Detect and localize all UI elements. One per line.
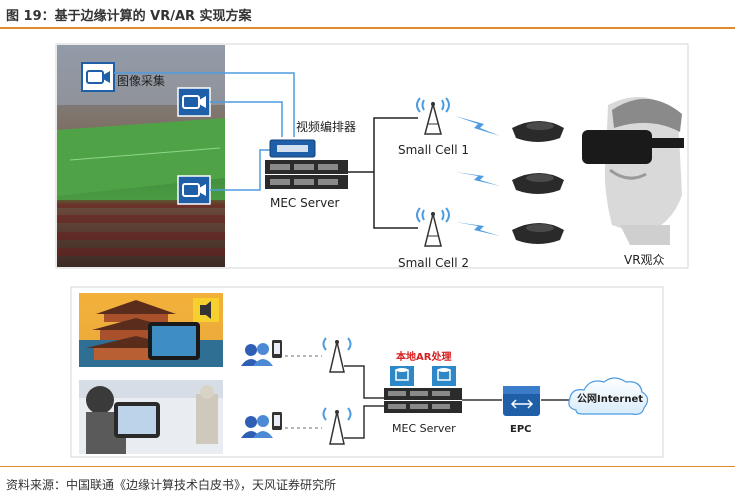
figure-title: 图 19：基于边缘计算的 VR/AR 实现方案 <box>6 9 252 24</box>
camera-icon <box>177 87 211 117</box>
epc-icon <box>503 386 540 416</box>
wireless-dashed-links <box>285 355 322 429</box>
vr-headset-icon <box>512 121 564 142</box>
ar-server-label: MEC Server <box>392 422 456 435</box>
small-cell-1-tower-icon <box>416 97 450 135</box>
small-cell-2-tower-icon <box>416 207 450 247</box>
mec-server <box>265 160 348 189</box>
vr-headset-icon <box>512 173 564 194</box>
vr-panel: 图像采集 视频编排器 <box>55 43 689 270</box>
base-station-tower-icon <box>322 407 352 445</box>
museum-ar-photo <box>79 380 223 454</box>
database-icon <box>432 366 456 386</box>
ar-mec-server <box>384 388 462 413</box>
tower-server-links <box>344 365 384 439</box>
camera-icon <box>81 62 115 92</box>
internet-label: 公网Internet <box>577 393 643 405</box>
wireless-signal-icon <box>455 116 500 236</box>
source-note: 资料来源：中国联通《边缘计算技术白皮书》，天风证券研究所 <box>6 478 337 492</box>
camera-links <box>114 72 295 191</box>
ar-panel: 本地AR处理 MEC Server <box>70 286 664 458</box>
capture-label: 图像采集 <box>117 73 165 88</box>
vr-viewer-photo <box>582 97 684 245</box>
epc-label: EPC <box>510 424 532 435</box>
title-divider <box>0 27 735 29</box>
server-cell-links <box>348 117 418 229</box>
user-group-icon <box>241 412 282 438</box>
camera-icon <box>177 175 211 205</box>
cloud-icon <box>568 377 649 415</box>
database-icon <box>390 366 414 386</box>
user-group-icon <box>241 340 282 366</box>
video-encoder-device <box>269 139 316 158</box>
local-ar-label: 本地AR处理 <box>396 350 451 363</box>
vr-server-label: MEC Server <box>270 196 340 210</box>
vr-headset-icon <box>512 223 564 244</box>
temple-ar-photo <box>79 293 223 367</box>
base-station-tower-icon <box>322 337 352 373</box>
encoder-label: 视频编排器 <box>296 119 356 134</box>
footer-divider <box>0 466 735 467</box>
vr-audience-label: VR观众 <box>624 253 665 267</box>
small-cell-2-label: Small Cell 2 <box>398 256 469 270</box>
small-cell-1-label: Small Cell 1 <box>398 143 469 157</box>
